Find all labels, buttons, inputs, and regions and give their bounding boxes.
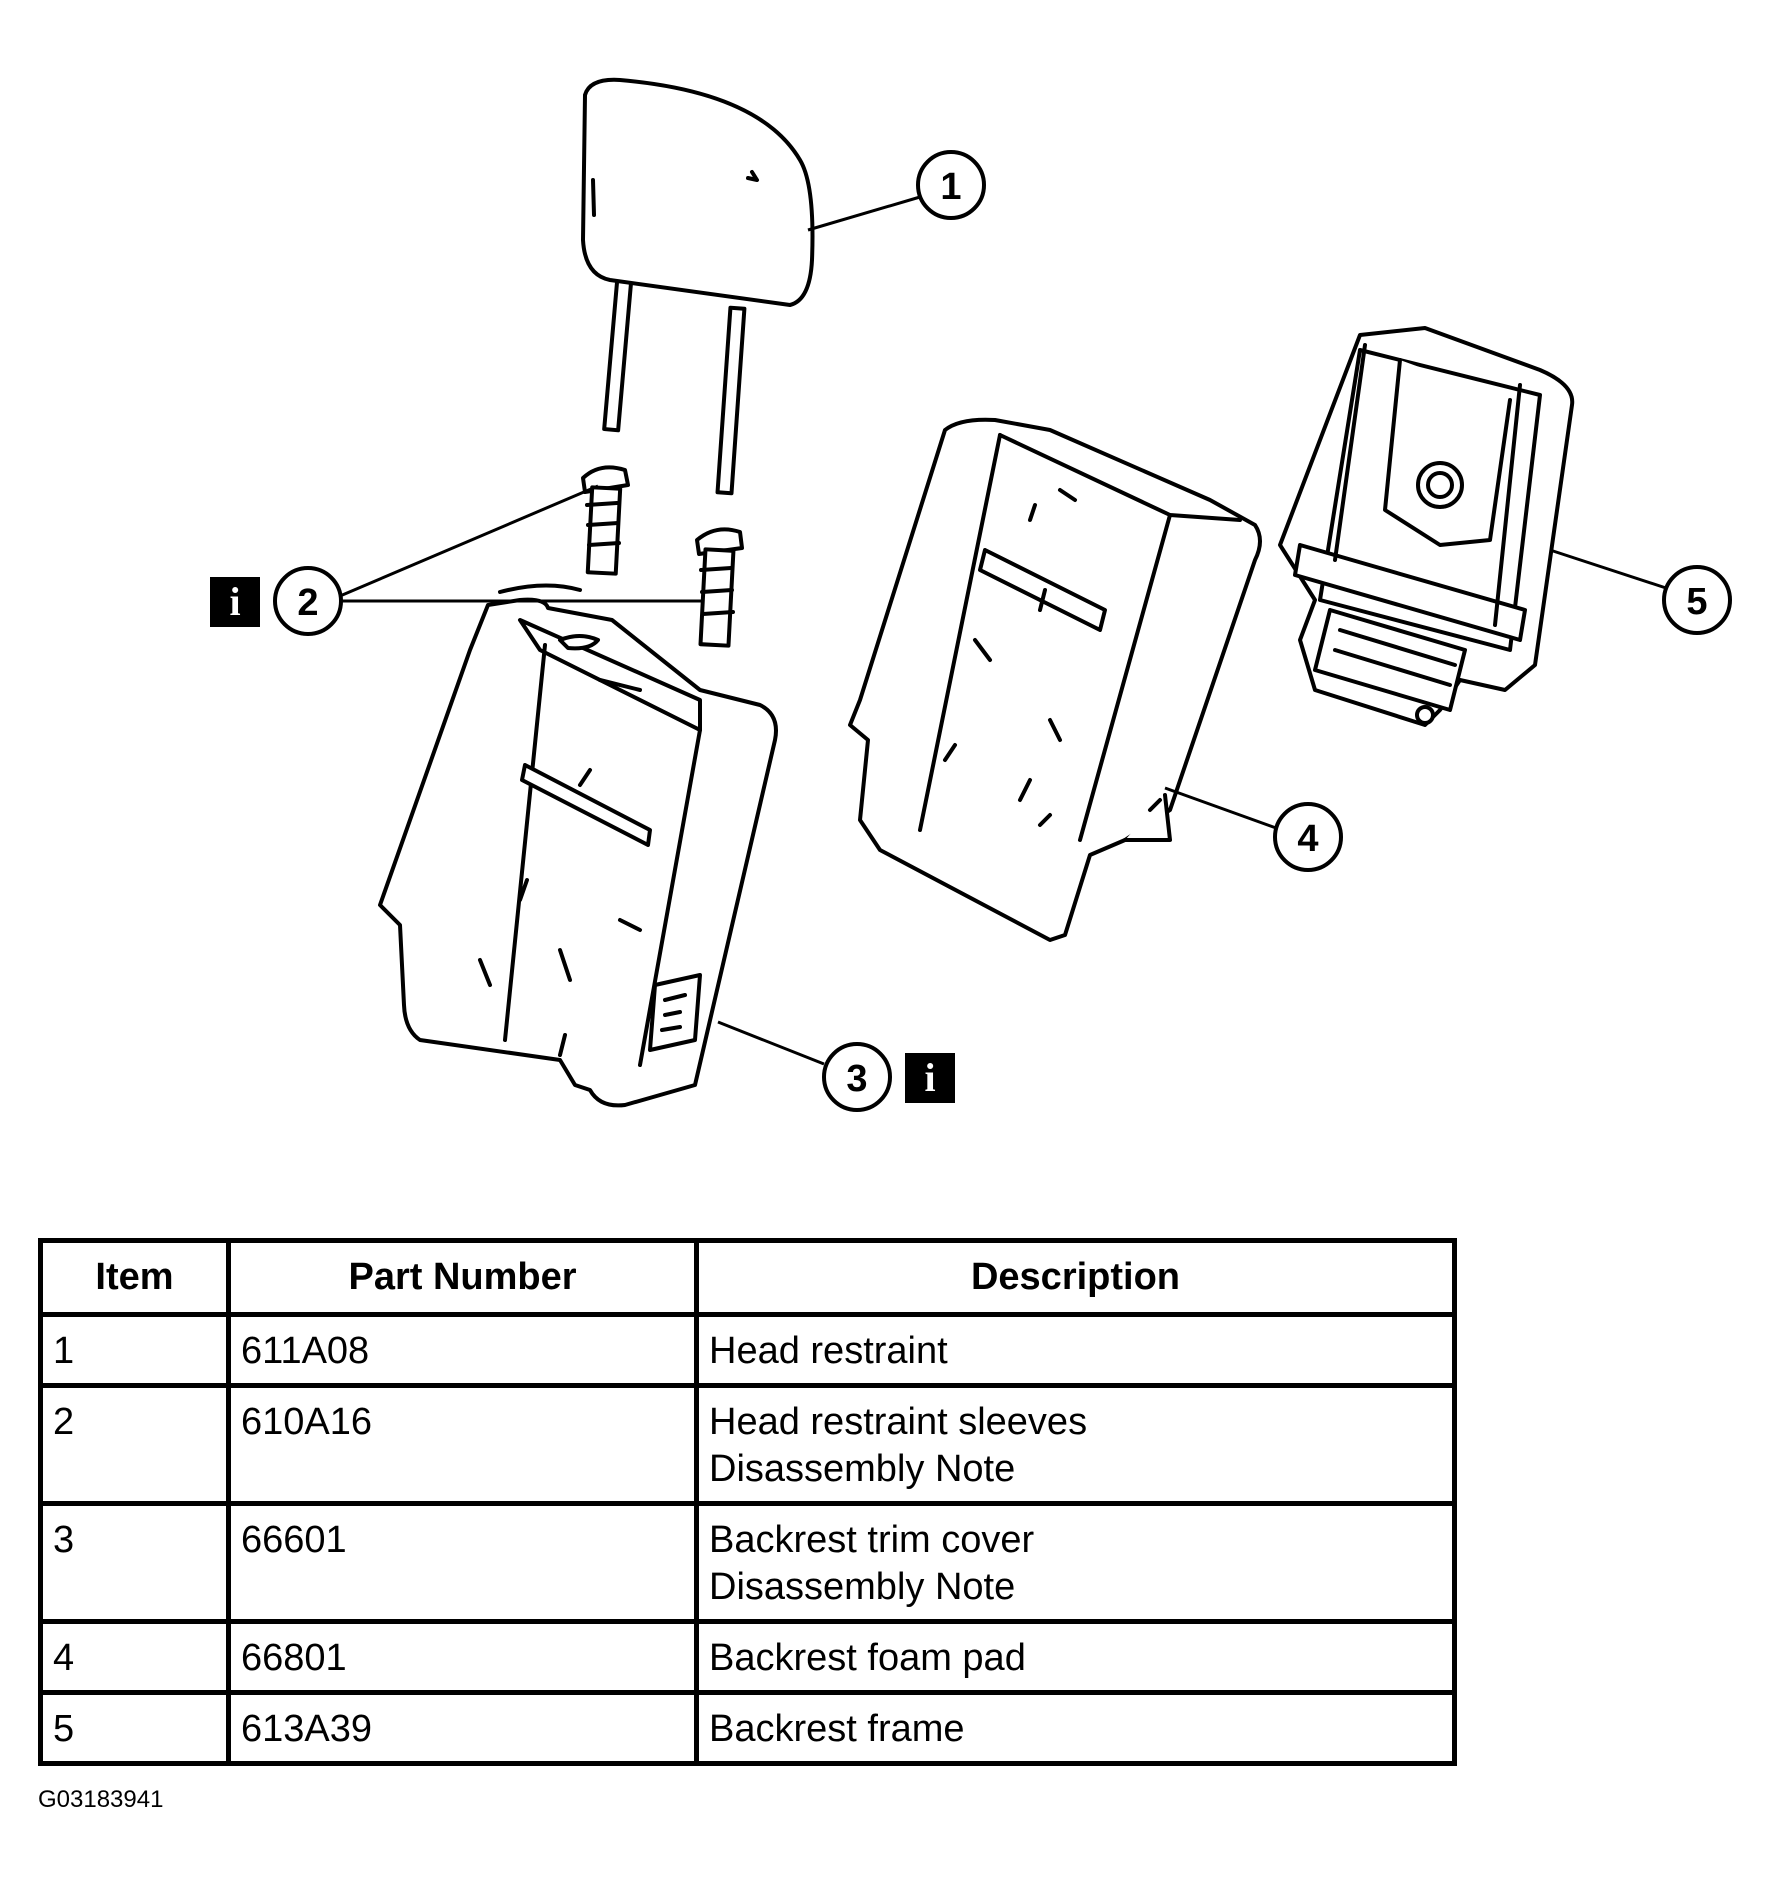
info-icon: i [210,577,260,627]
part-number-cell: 613A39 [226,1690,699,1766]
part-number-cell: 611A08 [226,1312,699,1388]
svg-text:1: 1 [940,166,961,208]
table-row: 5 613A39 Backrest frame [38,1690,1457,1766]
part-number-cell: 66801 [226,1619,699,1695]
svg-text:5: 5 [1686,581,1707,623]
backrest-frame-drawing [1278,326,1575,727]
backrest-foam-pad-drawing [848,417,1262,942]
table-row: 4 66801 Backrest foam pad [38,1619,1457,1695]
item-cell: 2 [38,1383,231,1506]
table-row: 1 611A08 Head restraint [38,1312,1457,1388]
table-row: 3 66601 Backrest trim cover Disassembly … [38,1501,1457,1624]
svg-text:i: i [924,1055,935,1100]
description-text: Head restraint [709,1330,948,1372]
callout-2: 2 [273,566,343,636]
description-cell: Backrest foam pad [694,1619,1457,1695]
callout-3: 3 [822,1042,892,1112]
table-row: 2 610A16 Head restraint sleeves Disassem… [38,1383,1457,1506]
column-header-description: Description [694,1238,1457,1317]
description-text: Backrest frame [709,1708,965,1750]
item-cell: 5 [38,1690,231,1766]
exploded-seat-diagram: 1 2 3 4 5 i i [210,77,1732,1112]
item-cell: 4 [38,1619,231,1695]
column-header-item: Item [38,1238,231,1317]
description-text: Backrest foam pad [709,1637,1026,1679]
description-cell: Head restraint sleeves Disassembly Note [694,1383,1457,1506]
svg-text:3: 3 [846,1058,867,1100]
description-text: Backrest trim cover [709,1519,1035,1561]
description-cell: Backrest trim cover Disassembly Note [694,1501,1457,1624]
leader-lines [339,195,1667,1066]
head-restraint-sleeves-drawing [581,465,744,648]
svg-text:4: 4 [1297,818,1318,860]
part-number-cell: 66601 [226,1501,699,1624]
part-number-cell: 610A16 [226,1383,699,1506]
disassembly-note-link[interactable]: Disassembly Note [709,1566,1016,1608]
head-restraint-drawing [581,77,815,496]
callout-5: 5 [1662,565,1732,635]
description-text: Head restraint sleeves [709,1401,1088,1443]
description-cell: Head restraint [694,1312,1457,1388]
parts-table: Item Part Number Description 1 611A08 He… [38,1238,1457,1766]
item-cell: 1 [38,1312,231,1388]
info-icon: i [905,1053,955,1103]
disassembly-note-link[interactable]: Disassembly Note [709,1448,1016,1490]
svg-text:i: i [229,579,240,624]
item-cell: 3 [38,1501,231,1624]
table-header-row: Item Part Number Description [38,1238,1457,1317]
svg-text:2: 2 [297,582,318,624]
callout-4: 4 [1273,802,1343,872]
backrest-trim-cover-drawing [378,583,778,1108]
figure-id: G03183941 [38,1786,164,1813]
description-cell: Backrest frame [694,1690,1457,1766]
callout-1: 1 [916,150,986,220]
column-header-part-number: Part Number [226,1238,699,1317]
